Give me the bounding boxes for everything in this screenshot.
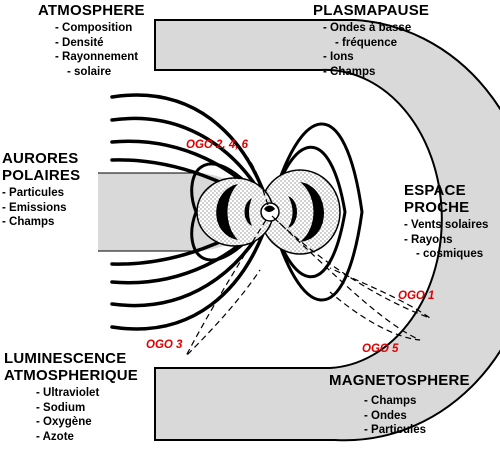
orbit-ogo-1 [271, 215, 431, 319]
atmosphere-item: Rayonnement [55, 50, 145, 65]
plasmapause-item: Ondes à basse [323, 21, 429, 36]
espace-title-line1: ESPACE [404, 182, 466, 199]
plasmapause-item: Ions [323, 50, 429, 65]
closed-field-lines [190, 122, 364, 302]
plasmapause-block: PLASMAPAUSE Ondes à basse fréquence Ions… [313, 2, 429, 79]
luminescence-item: Azote [36, 430, 138, 445]
magnetosphere-title: MAGNETOSPHERE [329, 372, 470, 389]
magnetosphere-block: MAGNETOSPHERE Champs Ondes Particules [329, 372, 470, 438]
atmosphere-item: Composition [55, 21, 145, 36]
probe-label-ogo-246: OGO 2, 4, 6 [186, 139, 248, 151]
espace-title-line2: PROCHE [404, 199, 470, 216]
probe-label-ogo-1: OGO 1 [398, 290, 435, 302]
luminescence-item: Oxygène [36, 415, 138, 430]
plasmapause-item: Champs [323, 65, 429, 80]
atmosphere-item: solaire [55, 65, 145, 80]
aurores-item: Emissions [2, 201, 80, 216]
espace-block: ESPACE PROCHE Vents solaires Rayons cosm… [404, 182, 488, 262]
espace-item: Rayons [404, 233, 488, 248]
luminescence-item: Sodium [36, 401, 138, 416]
orbit-ogo-3 [185, 219, 267, 357]
orbit-ogo-5 [273, 217, 421, 341]
luminescence-title-line1: LUMINESCENCE [4, 350, 127, 367]
espace-item: Vents solaires [404, 218, 488, 233]
probe-label-ogo-3: OGO 3 [146, 339, 183, 351]
aurores-item: Champs [2, 215, 80, 230]
earth-landmass [264, 205, 275, 213]
aurores-item: Particules [2, 186, 80, 201]
magnetosphere-item: Champs [364, 394, 470, 409]
aurores-title-line1: AURORES [2, 150, 79, 167]
probe-label-ogo-5: OGO 5 [362, 343, 399, 355]
radiation-belts [216, 182, 325, 242]
luminescence-title-line2: ATMOSPHERIQUE [4, 367, 138, 384]
magnetosphere-item: Particules [364, 423, 470, 438]
espace-item: cosmiques [404, 247, 488, 262]
luminescence-item: Ultraviolet [36, 386, 138, 401]
plasmapause-item: fréquence [323, 36, 429, 51]
atmosphere-title: ATMOSPHERE [38, 2, 145, 19]
atmosphere-block: ATMOSPHERE Composition Densité Rayonneme… [38, 2, 145, 79]
atmosphere-item: Densité [55, 36, 145, 51]
plasmapause-title: PLASMAPAUSE [313, 2, 430, 19]
aurores-block: AURORES POLAIRES Particules Emissions Ch… [2, 150, 80, 230]
magnetopause-band [154, 19, 500, 442]
magnetosphere-item: Ondes [364, 409, 470, 424]
satellite-orbits [185, 157, 431, 357]
aurores-title-line2: POLAIRES [2, 167, 81, 184]
luminescence-block: LUMINESCENCE ATMOSPHERIQUE Ultraviolet S… [4, 350, 138, 444]
orbit-ogo-246 [247, 157, 269, 206]
